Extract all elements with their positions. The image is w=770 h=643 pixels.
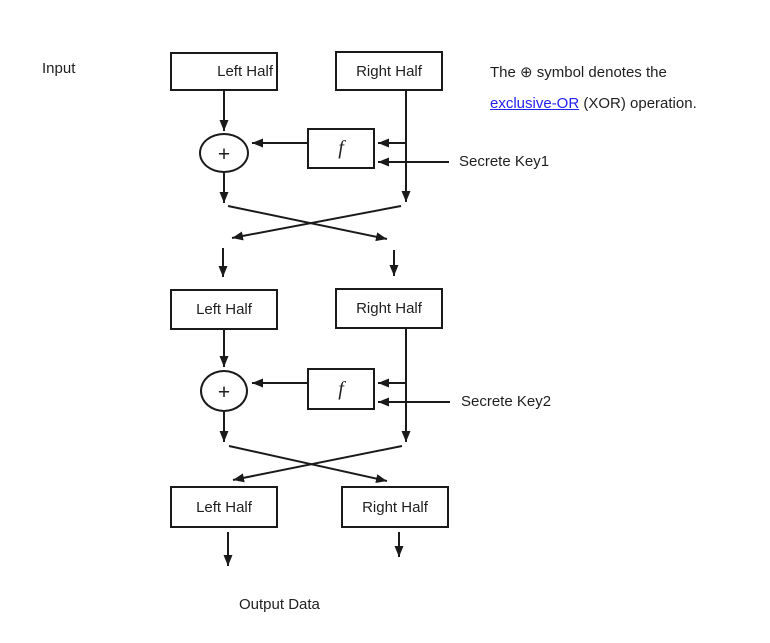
box-right-half-row3: Right Half	[341, 486, 449, 528]
xor-node-2: +	[200, 370, 248, 412]
box-left-half-row1: Left Half	[170, 52, 278, 91]
output-label: Output Data	[239, 596, 320, 613]
xor-note-line1: The ⊕ symbol denotes the	[490, 64, 667, 81]
box-right-half-row1: Right Half	[335, 51, 443, 91]
secret-key2-label: Secrete Key2	[461, 393, 552, 410]
box-left-half-row1-label: Left Half	[217, 63, 273, 80]
box-left-half-row3-label: Left Half	[196, 498, 252, 516]
arrow-swap2-rl	[232, 445, 403, 483]
box-left-half-row2: Left Half	[170, 289, 278, 330]
arrow-swap1-rl	[231, 205, 402, 241]
f-function-1-label: f	[338, 137, 344, 159]
xor-note-line2-rest: (XOR) operation.	[579, 95, 697, 112]
f-function-2-label: f	[338, 377, 344, 400]
secret-key1-label: Secrete Key1	[459, 153, 550, 170]
exclusive-or-link[interactable]: exclusive-OR	[490, 95, 580, 112]
box-right-half-row3-label: Right Half	[362, 498, 428, 516]
xor-note: The ⊕ symbol denotes the exclusive-OR (X…	[490, 57, 740, 119]
xor-node-1-plus: +	[217, 143, 231, 166]
f-function-box-1: f	[307, 128, 375, 169]
f-function-box-2: f	[307, 368, 375, 410]
box-left-half-row2-label: Left Half	[196, 301, 252, 318]
xor-node-1: +	[199, 133, 249, 173]
xor-node-2-plus: +	[217, 381, 231, 404]
box-left-half-row3: Left Half	[170, 486, 278, 528]
arrow-swap1-lr	[227, 205, 388, 242]
box-right-half-row1-label: Right Half	[356, 62, 422, 80]
box-right-half-row2-label: Right Half	[356, 300, 422, 317]
box-right-half-row2: Right Half	[335, 288, 443, 329]
input-label: Input	[42, 60, 76, 77]
arrow-swap2-lr	[228, 445, 388, 484]
